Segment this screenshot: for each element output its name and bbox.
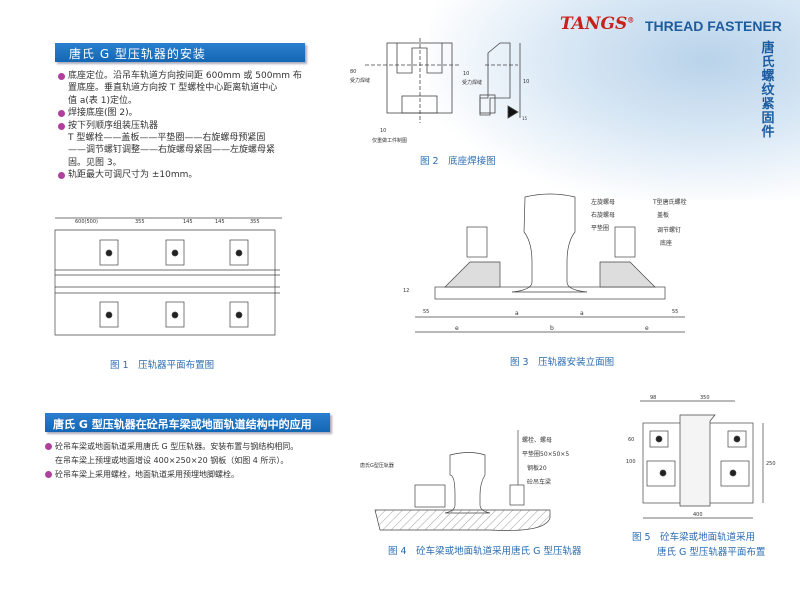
figure-2-caption: 图 2 底座焊接图 <box>420 156 496 167</box>
fig3-label: 平垫圈 <box>591 224 609 232</box>
fig2-height-dim: 10 <box>523 79 529 85</box>
bullet-line: 按下列顺序组装压轨器 <box>58 120 328 132</box>
fig2-weld-label: 受力焊缝 <box>350 77 370 84</box>
bullet-line: 砼吊车梁上采用螺栓，地面轨道采用预埋地脚螺栓。 <box>45 468 345 482</box>
section1-bullets: 底座定位。沿吊车轨道方向按间距 600mm 或 500mm 布置底座。垂直轨道方… <box>58 70 328 182</box>
fig3-dim: 12 <box>403 288 409 294</box>
fig2-weld-label: 受力焊缝 <box>462 79 482 86</box>
bullet-line: T 型螺栓——盖板——平垫圈——右旋螺母预紧固 <box>68 133 266 144</box>
fig1-dim: 145 <box>183 219 193 225</box>
fig4-label: 平垫圈50×50×5 <box>522 450 569 458</box>
bullet-line: 在吊车梁上预埋或地面增设 400×250×20 钢板（如图 4 所示）。 <box>55 456 289 465</box>
fig3-label: 右旋螺母 <box>591 211 615 219</box>
fig1-dim: 145 <box>215 219 225 225</box>
fig2-weld-dim: 15 <box>522 116 528 121</box>
fig3-label: 调节螺钉 <box>657 226 681 234</box>
figure-5-drawing: 98 350 400 60 100 250 <box>626 395 776 519</box>
fig4-label: 钢板20 <box>527 464 547 472</box>
section2-bullets: 砼吊车梁或地面轨道采用唐氏 G 型压轨器。安装布置与钢结构相同。在吊车梁上预埋或… <box>45 440 345 482</box>
fig4-label: 唐氏G型压轨器 <box>360 462 394 469</box>
fig2-weld-size: 80 <box>350 69 356 75</box>
vertical-title: 唐氏螺纹紧固件 <box>761 41 775 140</box>
figure-1-caption: 图 1 压轨器平面布置图 <box>110 360 215 371</box>
figure-1-drawing: 600(500) 355 145 145 355 <box>54 217 282 336</box>
figure-5-caption-line2: 唐氏 G 型压轨器平面布置 <box>657 547 766 558</box>
header-banner <box>430 0 800 200</box>
fig3-dim: 55 <box>672 309 678 315</box>
bullet-line: 轨距最大可调尺寸为 ±10mm。 <box>58 169 328 181</box>
fig3-dim: e <box>455 325 459 332</box>
section1-title: 唐氏 G 型压轨器的安装 <box>55 43 305 62</box>
fig3-label: T型唐氏螺栓 <box>652 198 687 206</box>
fig3-dim: b <box>550 325 554 332</box>
fig3-dim: 55 <box>423 309 429 315</box>
bullet-line: 置底座。垂直轨道方向按 T 型螺栓中心距离轨道中心 <box>68 83 278 94</box>
fig2-note: 仅重做工件制图 <box>372 137 407 144</box>
fig3-label: 盖板 <box>657 211 669 219</box>
figure-3-caption: 图 3 压轨器安装立面图 <box>510 357 615 368</box>
bullet-line: 砼吊车梁或地面轨道采用唐氏 G 型压轨器。安装布置与钢结构相同。 <box>45 440 345 454</box>
fig2-weld-size: 10 <box>463 71 469 77</box>
fig1-dim: 355 <box>250 219 260 225</box>
brand-logo: TANGS® <box>560 14 635 34</box>
section2-title: 唐氏 G 型压轨器在砼吊车梁或地面轨道结构中的应用 <box>45 413 330 432</box>
bullet-line: 固。见图 3。 <box>68 157 122 168</box>
fig5-dim: 350 <box>700 395 710 401</box>
fig2-weld-size: 10 <box>380 128 386 134</box>
fig3-label: 左旋螺母 <box>591 198 615 206</box>
fig3-dim: a <box>580 310 584 317</box>
figure-5-caption-line1: 图 5 砼车梁或地面轨道采用 <box>632 532 756 543</box>
bullet-line: 焊接底座(图 2)。 <box>58 107 328 119</box>
fig5-dim: 100 <box>626 459 636 465</box>
fig4-label: 砼吊车梁 <box>527 478 551 486</box>
fig3-dim: e <box>645 325 649 332</box>
fig5-dim: 250 <box>766 461 776 467</box>
fig1-dim: 355 <box>135 219 145 225</box>
fig5-dim: 400 <box>693 512 703 518</box>
bullet-line: 值 a(表 1)定位。 <box>68 95 137 106</box>
fig1-dim: 600(500) <box>75 219 98 225</box>
fig3-dim: a <box>515 310 519 317</box>
bullet-line: 底座定位。沿吊车轨道方向按间距 600mm 或 500mm 布 <box>58 70 328 82</box>
fig5-dim: 98 <box>650 395 656 401</box>
bullet-line: ——调节螺钉调整——右旋螺母紧固——左旋螺母紧 <box>68 145 276 156</box>
fig3-label: 底座 <box>660 239 672 247</box>
brand-name: THREAD FASTENER <box>645 18 782 34</box>
figure-4-caption: 图 4 砼车梁或地面轨道采用唐氏 G 型压轨器 <box>388 546 582 557</box>
fig5-dim: 60 <box>628 437 634 443</box>
fig4-label: 螺栓、螺母 <box>522 436 552 444</box>
figure-2-drawing: 80 受力焊缝 10 受力焊缝 10 仅重做工件制图 10 15 <box>350 38 529 144</box>
